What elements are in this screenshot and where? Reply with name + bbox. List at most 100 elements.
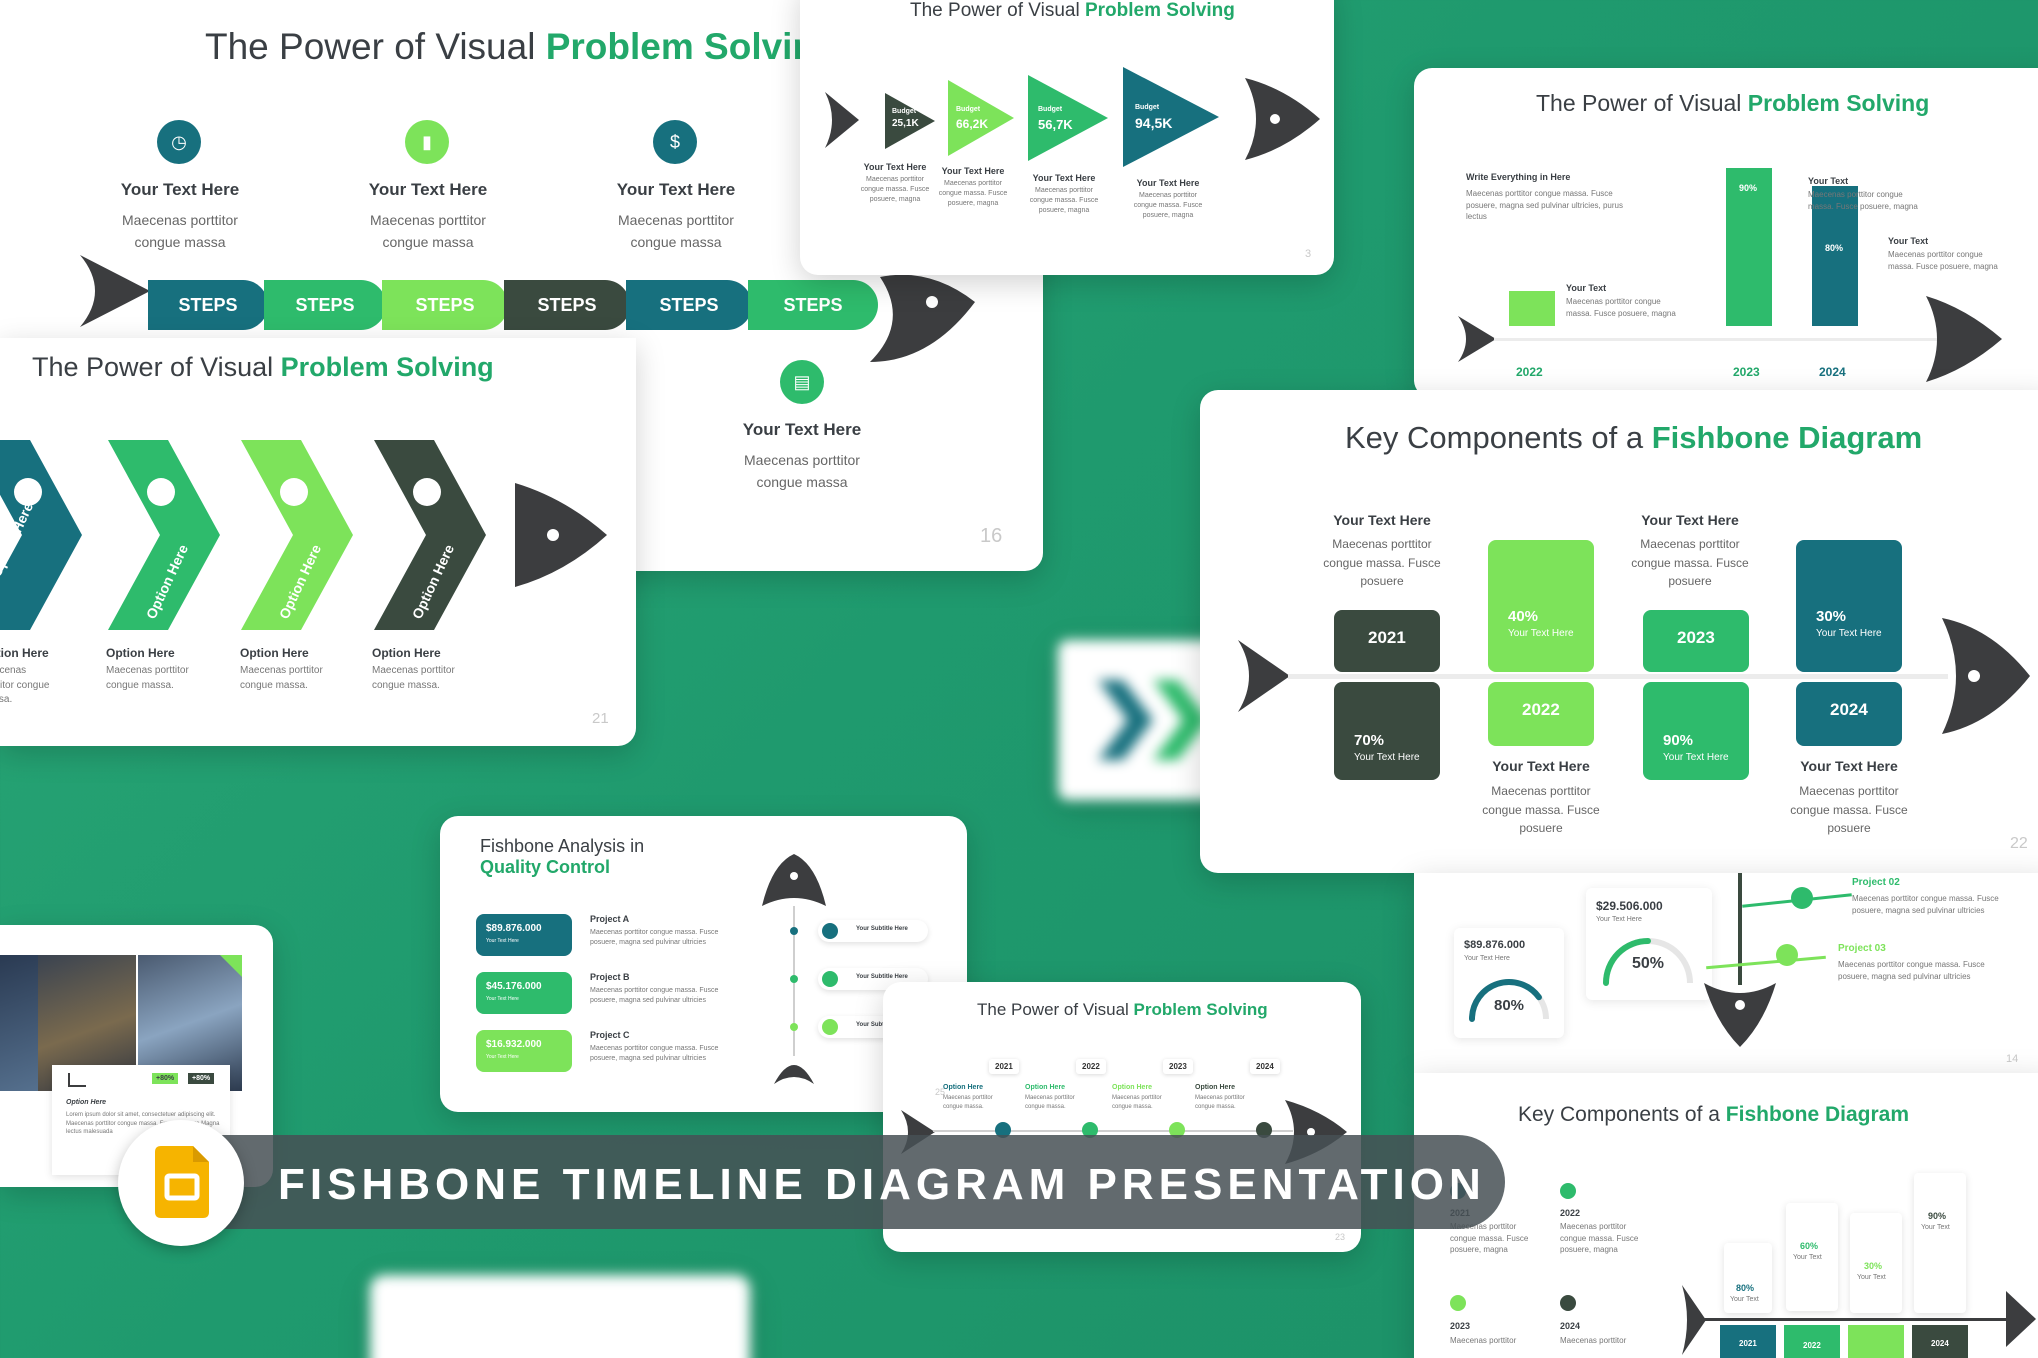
cell-body: Maecenas porttitor: [1560, 1336, 1627, 1345]
fish-head-icon: [515, 483, 607, 587]
bar-body: Maecenas porttitor congue massa. Fusce p…: [1566, 297, 1676, 318]
slide-arrows[interactable]: The Power of Visual Problem Solving Opti…: [0, 338, 636, 746]
year-chip: 2024: [1250, 1059, 1280, 1074]
bar-body: Maecenas porttitor congue massa. Fusce p…: [1888, 250, 1998, 271]
book-icon: [147, 478, 175, 506]
page-number: 3: [1305, 248, 1312, 260]
bar-pct: 20%: [1522, 283, 1541, 293]
cell-body: Maecenas porttitor congue massa. Fusce p…: [1560, 1222, 1639, 1255]
budget-label: Budget: [1038, 106, 1063, 113]
bone-label: Your Subtitle Here: [856, 1022, 908, 1028]
branch-dot: [1776, 944, 1798, 966]
photo-image: [0, 955, 40, 1091]
spine-line: [1288, 674, 1948, 679]
intro-body: Maecenas porttitor congue massa. Fusce p…: [1466, 189, 1623, 222]
slide-bars[interactable]: The Power of Visual Problem Solving Writ…: [1414, 68, 2038, 398]
option-head: Option Here: [106, 646, 175, 660]
badge: +80%: [188, 1073, 215, 1084]
bottom-text-body: Maecenas porttitor congue massa. Fusce p…: [1790, 784, 1908, 836]
item-head: Your Text Here: [742, 420, 862, 439]
kpi-value: $45.176.000: [486, 981, 542, 992]
bone-label: Your Subtitle Here: [856, 926, 908, 932]
option-body: Maecenas porttitor congue massa.: [1025, 1095, 1075, 1110]
gauge-value: $29.506.000: [1596, 899, 1663, 913]
cell-year: 2022: [1560, 1208, 1581, 1218]
kpi-box-c: [476, 1030, 572, 1072]
bone-chip: [818, 920, 928, 942]
slides-icon: [155, 1146, 209, 1218]
bar-head: Your Text: [1888, 236, 1929, 246]
timeline-dot: [1082, 1122, 1098, 1138]
block-sub: Your Text Here: [1354, 752, 1420, 763]
block-sub: Your Text Here: [1508, 628, 1574, 639]
bottom-text-body: Maecenas porttitor congue massa. Fusce p…: [1482, 784, 1600, 836]
budget-body: Maecenas porttitor congue massa. Fusce p…: [1029, 187, 1099, 215]
bar-pct: 60%: [1800, 1241, 1819, 1251]
book-icon: [280, 478, 308, 506]
cell-year: 2023: [1450, 1321, 1471, 1331]
option-head: Option Here: [240, 646, 309, 660]
kpi-box-b: [476, 972, 572, 1014]
slide-title: Fishbone Analysis in Quality Control: [480, 836, 645, 877]
budget-triangle: [1123, 67, 1219, 167]
bar-card: [1914, 1173, 1966, 1313]
slide-title: The Power of Visual Problem Solving: [977, 1000, 1268, 1019]
budget-body: Maecenas porttitor congue massa. Fusce p…: [938, 180, 1008, 208]
block-2022-bottom: [1488, 682, 1594, 746]
slide-title: The Power of Visual Problem Solving: [32, 352, 494, 382]
block-year: 2023: [1677, 628, 1715, 647]
spine-line: [1702, 1318, 2012, 1321]
cell-icon: [1560, 1295, 1576, 1311]
bar-body: Maecenas porttitor congue massa. Fusce p…: [1808, 190, 1918, 211]
page-number: 23: [1335, 1232, 1346, 1242]
bottom-text-head: Your Text Here: [1800, 758, 1898, 774]
option-body: Maecenas porttitor congue massa.: [1112, 1095, 1162, 1110]
slide-gauges[interactable]: $89.876.000 Your Text Here 80% $29.506.0…: [1414, 873, 2038, 1073]
fish-head-icon: [1942, 618, 2030, 734]
gauge-pct: 50%: [1632, 955, 1665, 972]
slide-title: The Power of Visual Problem Solving: [910, 0, 1235, 21]
slide-photo[interactable]: +80% +80% Option Here Lorem ipsum dolor …: [0, 925, 273, 1187]
banner-title: FISHBONE TIMELINE DIAGRAM PRESENTATION: [278, 1160, 1486, 1209]
block-pct: 70%: [1354, 732, 1385, 749]
budget-body: Maecenas porttitor congue massa. Fusce p…: [860, 176, 930, 204]
bone-chip-icon: [822, 1019, 838, 1035]
spine-line: [933, 1130, 1293, 1132]
fish-head-icon: [762, 854, 826, 906]
kpi-sub: Your Text Here: [486, 1054, 519, 1060]
dollar-icon: $: [653, 120, 697, 164]
option-body: Maecenas porttitor congue massa.: [1195, 1095, 1245, 1110]
block-sub: Your Text Here: [1663, 752, 1729, 763]
slide-budget[interactable]: The Power of Visual Problem Solving Budg…: [800, 0, 1334, 275]
bar-card: [1724, 1243, 1772, 1313]
bar-pct: 30%: [1864, 1261, 1883, 1271]
bar-card: [1850, 1213, 1902, 1313]
kpi-value: $16.932.000: [486, 1039, 542, 1050]
bar-2021: [1720, 1325, 1776, 1358]
item-body: Maecenas porttitor congue massa: [618, 212, 734, 250]
gauge-fill: [1603, 938, 1651, 986]
budget-head: Your Text Here: [1136, 178, 1200, 188]
budget-body: Maecenas porttitor congue massa. Fusce p…: [1133, 192, 1203, 220]
slide-key2[interactable]: Key Components of a Fishbone Diagram 202…: [1414, 1073, 2038, 1358]
bar-sub: Your Text: [1793, 1254, 1822, 1261]
budget-label: Budget: [1135, 104, 1160, 111]
slide-key[interactable]: Key Components of a Fishbone Diagram You…: [1200, 390, 2038, 873]
step-chip: STEPS: [504, 280, 630, 330]
year-chip: 2023: [1163, 1059, 1193, 1074]
bar-pct: 90%: [1928, 1211, 1947, 1221]
badge: +80%: [152, 1073, 179, 1084]
book-icon: ▮: [405, 120, 449, 164]
gauge-sub: Your Text Here: [1596, 916, 1642, 923]
bone-chip-icon: [822, 971, 838, 987]
year-chip: 2021: [989, 1059, 1019, 1074]
budget-head: Your Text Here: [941, 166, 1005, 176]
item-head: Your Text Here: [616, 180, 736, 199]
timeline-dot: [1169, 1122, 1185, 1138]
year-label: 2023: [1733, 365, 1760, 379]
option-head: Option Here: [1195, 1084, 1236, 1091]
gauge-sub: Your Text Here: [1464, 955, 1510, 962]
bar-2023: [1726, 168, 1772, 326]
option-body: Maecenas porttitor congue massa.: [372, 665, 455, 691]
bar-2024: [1812, 186, 1858, 326]
